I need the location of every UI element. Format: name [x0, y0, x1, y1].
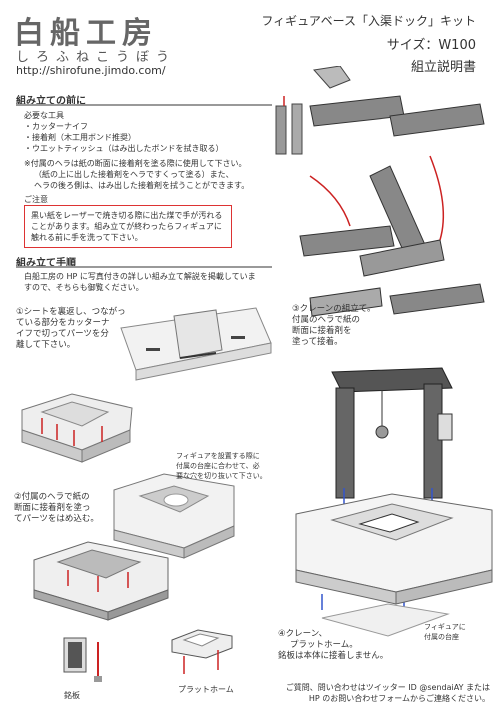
- procedure-heading: 組み立て手順: [16, 258, 76, 269]
- step3-text: ③クレーンの組立て。 付属のヘラで紙の 断面に接着剤を 塗って接着。: [292, 304, 376, 347]
- footer-contact: ご質問、問い合わせはツイッター ID @sendaiAY または HP のお問い…: [285, 683, 490, 703]
- tool-item: ・カッターナイフ: [24, 122, 88, 131]
- product-title: フィギュアベース「入渠ドック」キット: [261, 14, 476, 28]
- platform-illustration: [171, 629, 233, 674]
- nameplate-illustration: [63, 637, 102, 682]
- intro-line: すので、そちらも御覧ください。: [24, 283, 144, 292]
- product-size: サイズ：W100: [386, 38, 476, 53]
- step1-text: ①シートを裏返し、つながっ ている部分をカッターナ イフで切ってパーツを分 離し…: [16, 307, 126, 350]
- step4-text: ④クレーン、 プラットホーム。 銘板は本体に接着しません。: [278, 629, 389, 661]
- tools-heading: 必要な工具: [24, 111, 64, 120]
- caution-line: ことがあります。組み立てが終わったらフィギュアに: [31, 222, 222, 231]
- caution-box: 黒い紙をレーザーで焼き切る際に出た煤で手が汚れる ことがあります。組み立てが終わ…: [24, 205, 232, 248]
- note-line: ヘラの後ろ側は、はみ出した接着剤を拭うことができます。: [34, 181, 250, 190]
- intro-line: 白船工房の HP に写真付きの詳しい組み立て解説を掲載していま: [24, 272, 256, 281]
- tool-item: ・接着剤（木工用ボンド推奨）: [24, 133, 136, 142]
- step2-text: ②付属のヘラで紙の 断面に接着剤を塗っ てパーツをはめ込む。: [14, 492, 99, 524]
- nameplate-label: 銘板: [64, 691, 80, 700]
- platform-label: プラットホーム: [178, 685, 234, 694]
- caution-line: 触れる前に手を洗って下さい。: [31, 233, 143, 242]
- base-part-top: [21, 393, 133, 463]
- crane-assembled-illustration: [295, 367, 493, 637]
- section-rule: [16, 266, 272, 268]
- logo: 白船工房: [14, 16, 158, 51]
- step2-note: フィギュアを設置する際に 付属の台座に合わせて、必 要な穴を切り抜いて下さい。: [176, 452, 267, 480]
- website-url[interactable]: http://shirofune.jimdo.com/: [16, 64, 166, 77]
- base-part-walls: [113, 473, 235, 559]
- base-assembled: [33, 541, 169, 621]
- crane-parts-illustration: [275, 66, 485, 317]
- figure-base-note: フィギュアに 付属の台座: [424, 623, 466, 641]
- step1-sheet-illustration: [120, 307, 272, 381]
- tool-item: ・ウエットティッシュ（はみ出したボンドを拭き取る）: [24, 144, 224, 153]
- caution-line: 黒い紙をレーザーで焼き切る際に出た煤で手が汚れる: [31, 211, 223, 220]
- note-line: （紙の上に出した接着剤をヘラですくって塗る）また、: [34, 170, 234, 179]
- caution-heading: ご注意: [24, 195, 48, 204]
- note-line: ※付属のヘラは紙の断面に接着剤を塗る際に使用して下さい。: [24, 159, 247, 168]
- document-type: 組立説明書: [410, 60, 476, 75]
- section-rule: [16, 104, 272, 106]
- before-heading: 組み立ての前に: [16, 96, 86, 107]
- logo-kana: しろふねこうぼう: [16, 50, 177, 65]
